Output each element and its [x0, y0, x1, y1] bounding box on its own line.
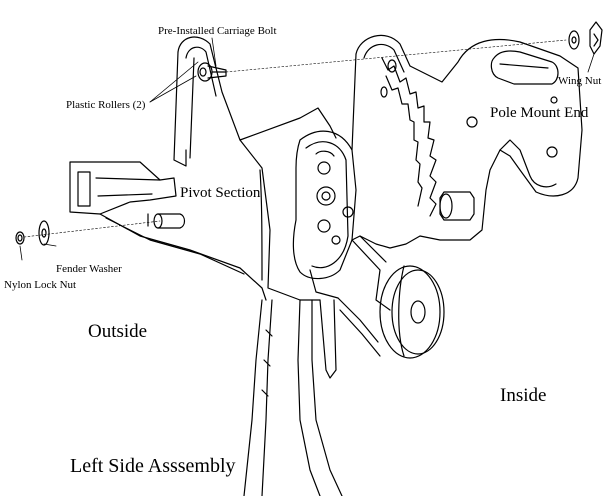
lower-leg	[243, 297, 381, 496]
label-wing-nut: Wing Nut	[558, 75, 602, 87]
label-carriage-bolt: Pre-Installed Carriage Bolt	[158, 25, 277, 37]
lock-nut-hardware	[15, 220, 50, 246]
alignment-lines	[23, 39, 567, 238]
pivot-housing	[239, 130, 357, 301]
label-pole-mount-end: Pole Mount End	[490, 105, 589, 121]
roller-wheel	[379, 265, 445, 359]
label-outside: Outside	[88, 321, 148, 342]
diagram-title: Left Side Asssembly	[70, 455, 236, 477]
wing-nut-hardware	[568, 21, 603, 55]
label-pivot-section: Pivot Section	[180, 185, 261, 201]
label-plastic-rollers: Plastic Rollers (2)	[66, 99, 146, 111]
pivot-bolt	[147, 213, 186, 229]
inside-plate	[351, 34, 583, 311]
leader-lines	[19, 37, 595, 261]
plastic-rollers	[197, 62, 227, 82]
label-fender-washer: Fender Washer	[56, 263, 122, 275]
outside-plate	[69, 36, 337, 301]
label-inside: Inside	[500, 385, 547, 406]
label-nylon-lock-nut: Nylon Lock Nut	[4, 279, 77, 291]
